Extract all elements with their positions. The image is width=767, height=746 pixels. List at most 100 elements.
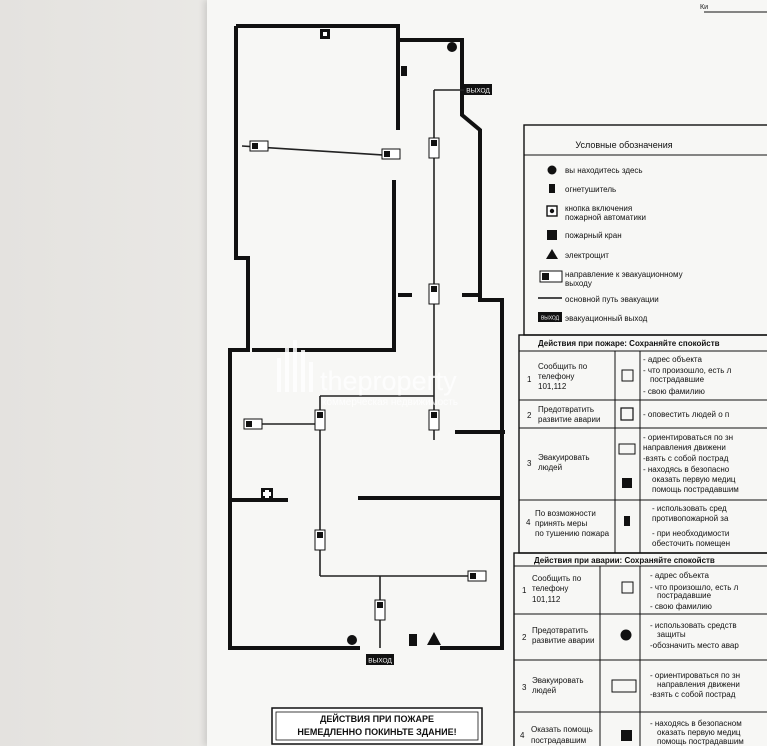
evacuate-arrow-icon-2 [611, 679, 637, 693]
fire-row-1-action-line-1: Сообщить по [538, 362, 588, 371]
accident-row-4-detail-1: - находясь в безопасном [650, 719, 742, 728]
evacuate-arrow-icon [618, 443, 636, 455]
fire-row-4-detail-2: противопожарной за [652, 514, 729, 523]
fire-row-4-action-line-3: по тушению пожара [535, 529, 610, 538]
electrical-panel-icon [546, 249, 558, 259]
accident-row-2-detail-3: -обозначить место авар [650, 641, 739, 650]
accident-row-4-action-line-1: Оказать помощь [531, 725, 593, 734]
first-aid-icon-2 [621, 730, 632, 741]
accident-row-1-action-line-3: 101,112 [532, 595, 561, 604]
legend-item-panel: электрощит [565, 251, 609, 260]
legend-item-you-are-here: вы находитесь здесь [565, 166, 643, 175]
fire-row-3-detail-6: помощь пострадавшим [652, 485, 739, 494]
you-are-here-icon [547, 165, 557, 175]
accident-row-4-number: 4 [520, 731, 525, 740]
accident-row-1-action-line-1: Сообщить по [532, 574, 582, 583]
evacuation-direction-icon [539, 270, 563, 283]
accident-row-3-action-line-2: людей [532, 686, 556, 695]
accident-row-1-detail-2: - что произошло, есть л [650, 583, 739, 592]
accident-row-3-detail-3: -взять с собой пострад [650, 690, 736, 699]
fire-row-4-action-line-1: По возможности [535, 509, 596, 518]
accident-row-1-detail-3: пострадавшие [657, 591, 712, 600]
accident-actions-table [513, 552, 767, 746]
legend-item-alarm-line-2: пожарной автоматики [565, 213, 646, 222]
fire-row-4-detail-4: обесточить помещен [652, 539, 730, 548]
fire-row-1-number: 1 [527, 375, 532, 384]
exit-sign-bottom: ВЫХОД [368, 658, 392, 665]
alarm-button-icon [620, 407, 634, 421]
legend-item-alarm-line-1: кнопка включения [565, 204, 632, 213]
accident-row-1-detail-4: - свою фамилию [650, 602, 712, 611]
accident-row-2-action-line-1: Предотвратить [532, 626, 588, 635]
fire-actions-table [518, 334, 767, 554]
plan-symbols: ВЫХОД ВЫХОД [243, 29, 492, 665]
watermark-logo-icon [277, 340, 313, 392]
fire-row-3-action-line-2: людей [538, 463, 562, 472]
watermark: theproperty коммерческая недвижимость [277, 340, 458, 408]
accident-row-2-action-line-2: развитие аварии [532, 636, 594, 645]
accident-row-1-action-line-2: телефону [532, 584, 568, 593]
watermark-tagline: коммерческая недвижимость [322, 397, 458, 408]
legend-item-extinguisher: огнетушитель [565, 185, 616, 194]
accident-actions-text: Действия при аварии: Сохраняйте спокойст… [520, 556, 744, 746]
fire-row-4-detail-1: - использовать сред [652, 504, 727, 513]
accident-row-3-detail-2: направления движени [657, 680, 740, 689]
phone-icon-2 [621, 581, 634, 594]
extinguisher-icon [549, 184, 555, 193]
fire-row-1-detail-1: - адрес объекта [643, 355, 703, 364]
bottom-title-line-2: НЕМЕДЛЕННО ПОКИНЬТЕ ЗДАНИЕ! [297, 727, 456, 737]
fire-row-1-detail-4: - свою фамилию [643, 387, 705, 396]
legend-item-direction-line-2: выходу [565, 279, 592, 288]
accident-actions-header: Действия при аварии: Сохраняйте спокойст… [534, 556, 715, 565]
fire-row-4-action-line-2: принять меры [535, 519, 587, 528]
legend-item-exit: эвакуационный выход [565, 314, 648, 323]
fire-row-3-detail-2: направления движени [643, 443, 726, 452]
stop-icon [620, 629, 632, 641]
header-fragment: Ки [700, 4, 708, 11]
first-aid-icon [622, 478, 632, 488]
exit-icon-text: ВЫХОД [541, 316, 560, 322]
fire-row-2-detail-1: - оповестить людей о п [643, 410, 729, 419]
legend-title: Условные обозначения [575, 140, 672, 150]
accident-row-2-number: 2 [522, 633, 527, 642]
fire-actions-header: Действия при пожаре: Сохраняйте спокойст… [538, 339, 720, 348]
accident-row-4-action-line-2: пострадавшим [531, 736, 586, 745]
fire-row-3-number: 3 [527, 459, 532, 468]
accident-row-3-detail-1: - ориентироваться по зн [650, 671, 740, 680]
accident-row-2-detail-2: защиты [657, 630, 686, 639]
floor-plan-walls [228, 24, 505, 650]
exit-sign-top: ВЫХОД [466, 88, 490, 95]
fire-row-3-detail-5: оказать первую медиц [652, 475, 736, 484]
fire-row-2-number: 2 [527, 411, 532, 420]
fire-row-1-detail-3: пострадавшие [650, 375, 705, 384]
accident-row-4-detail-2: оказать первую медиц [657, 728, 741, 737]
fire-row-4-number: 4 [526, 518, 531, 527]
accident-row-4-detail-3: помощь пострадавшим [657, 737, 744, 746]
bottom-title-box: ДЕЙСТВИЯ ПРИ ПОЖАРЕ НЕМЕДЛЕННО ПОКИНЬТЕ … [271, 707, 483, 745]
fire-hydrant-icon [547, 230, 557, 240]
fire-row-2-action-line-1: Предотвратить [538, 405, 594, 414]
accident-row-3-number: 3 [522, 683, 527, 692]
fire-row-3-action-line-1: Эвакуировать [538, 453, 590, 462]
watermark-brand: theproperty [320, 366, 457, 396]
accident-row-1-number: 1 [522, 586, 527, 595]
legend-item-main-path: основной путь эвакуации [565, 295, 659, 304]
fire-row-3-detail-1: - ориентироваться по зн [643, 433, 733, 442]
legend-item-direction-line-1: направление к эвакуационному [565, 270, 683, 279]
fire-row-2-action-line-2: развитие аварии [538, 415, 600, 424]
fire-row-1-detail-2: - что произошло, есть л [643, 366, 732, 375]
accident-row-1-detail-1: - адрес объекта [650, 571, 710, 580]
phone-icon [621, 369, 634, 382]
fire-row-3-detail-4: - находясь в безопасно [643, 465, 730, 474]
fire-row-1-action-line-3: 101,112 [538, 382, 567, 391]
fire-actions-text: Действия при пожаре: Сохраняйте спокойст… [526, 339, 739, 548]
legend-table: Условные обозначения ВЫХОД вы находитесь… [523, 124, 767, 336]
accident-row-2-detail-1: - использовать средств [650, 621, 737, 630]
fire-row-3-detail-3: -взять с собой пострад [643, 454, 729, 463]
fire-row-1-action-line-2: телефону [538, 372, 574, 381]
accident-row-3-action-line-1: Эвакуировать [532, 676, 584, 685]
bottom-title-line-1: ДЕЙСТВИЯ ПРИ ПОЖАРЕ [320, 713, 434, 724]
legend-item-hydrant: пожарный кран [565, 231, 622, 240]
